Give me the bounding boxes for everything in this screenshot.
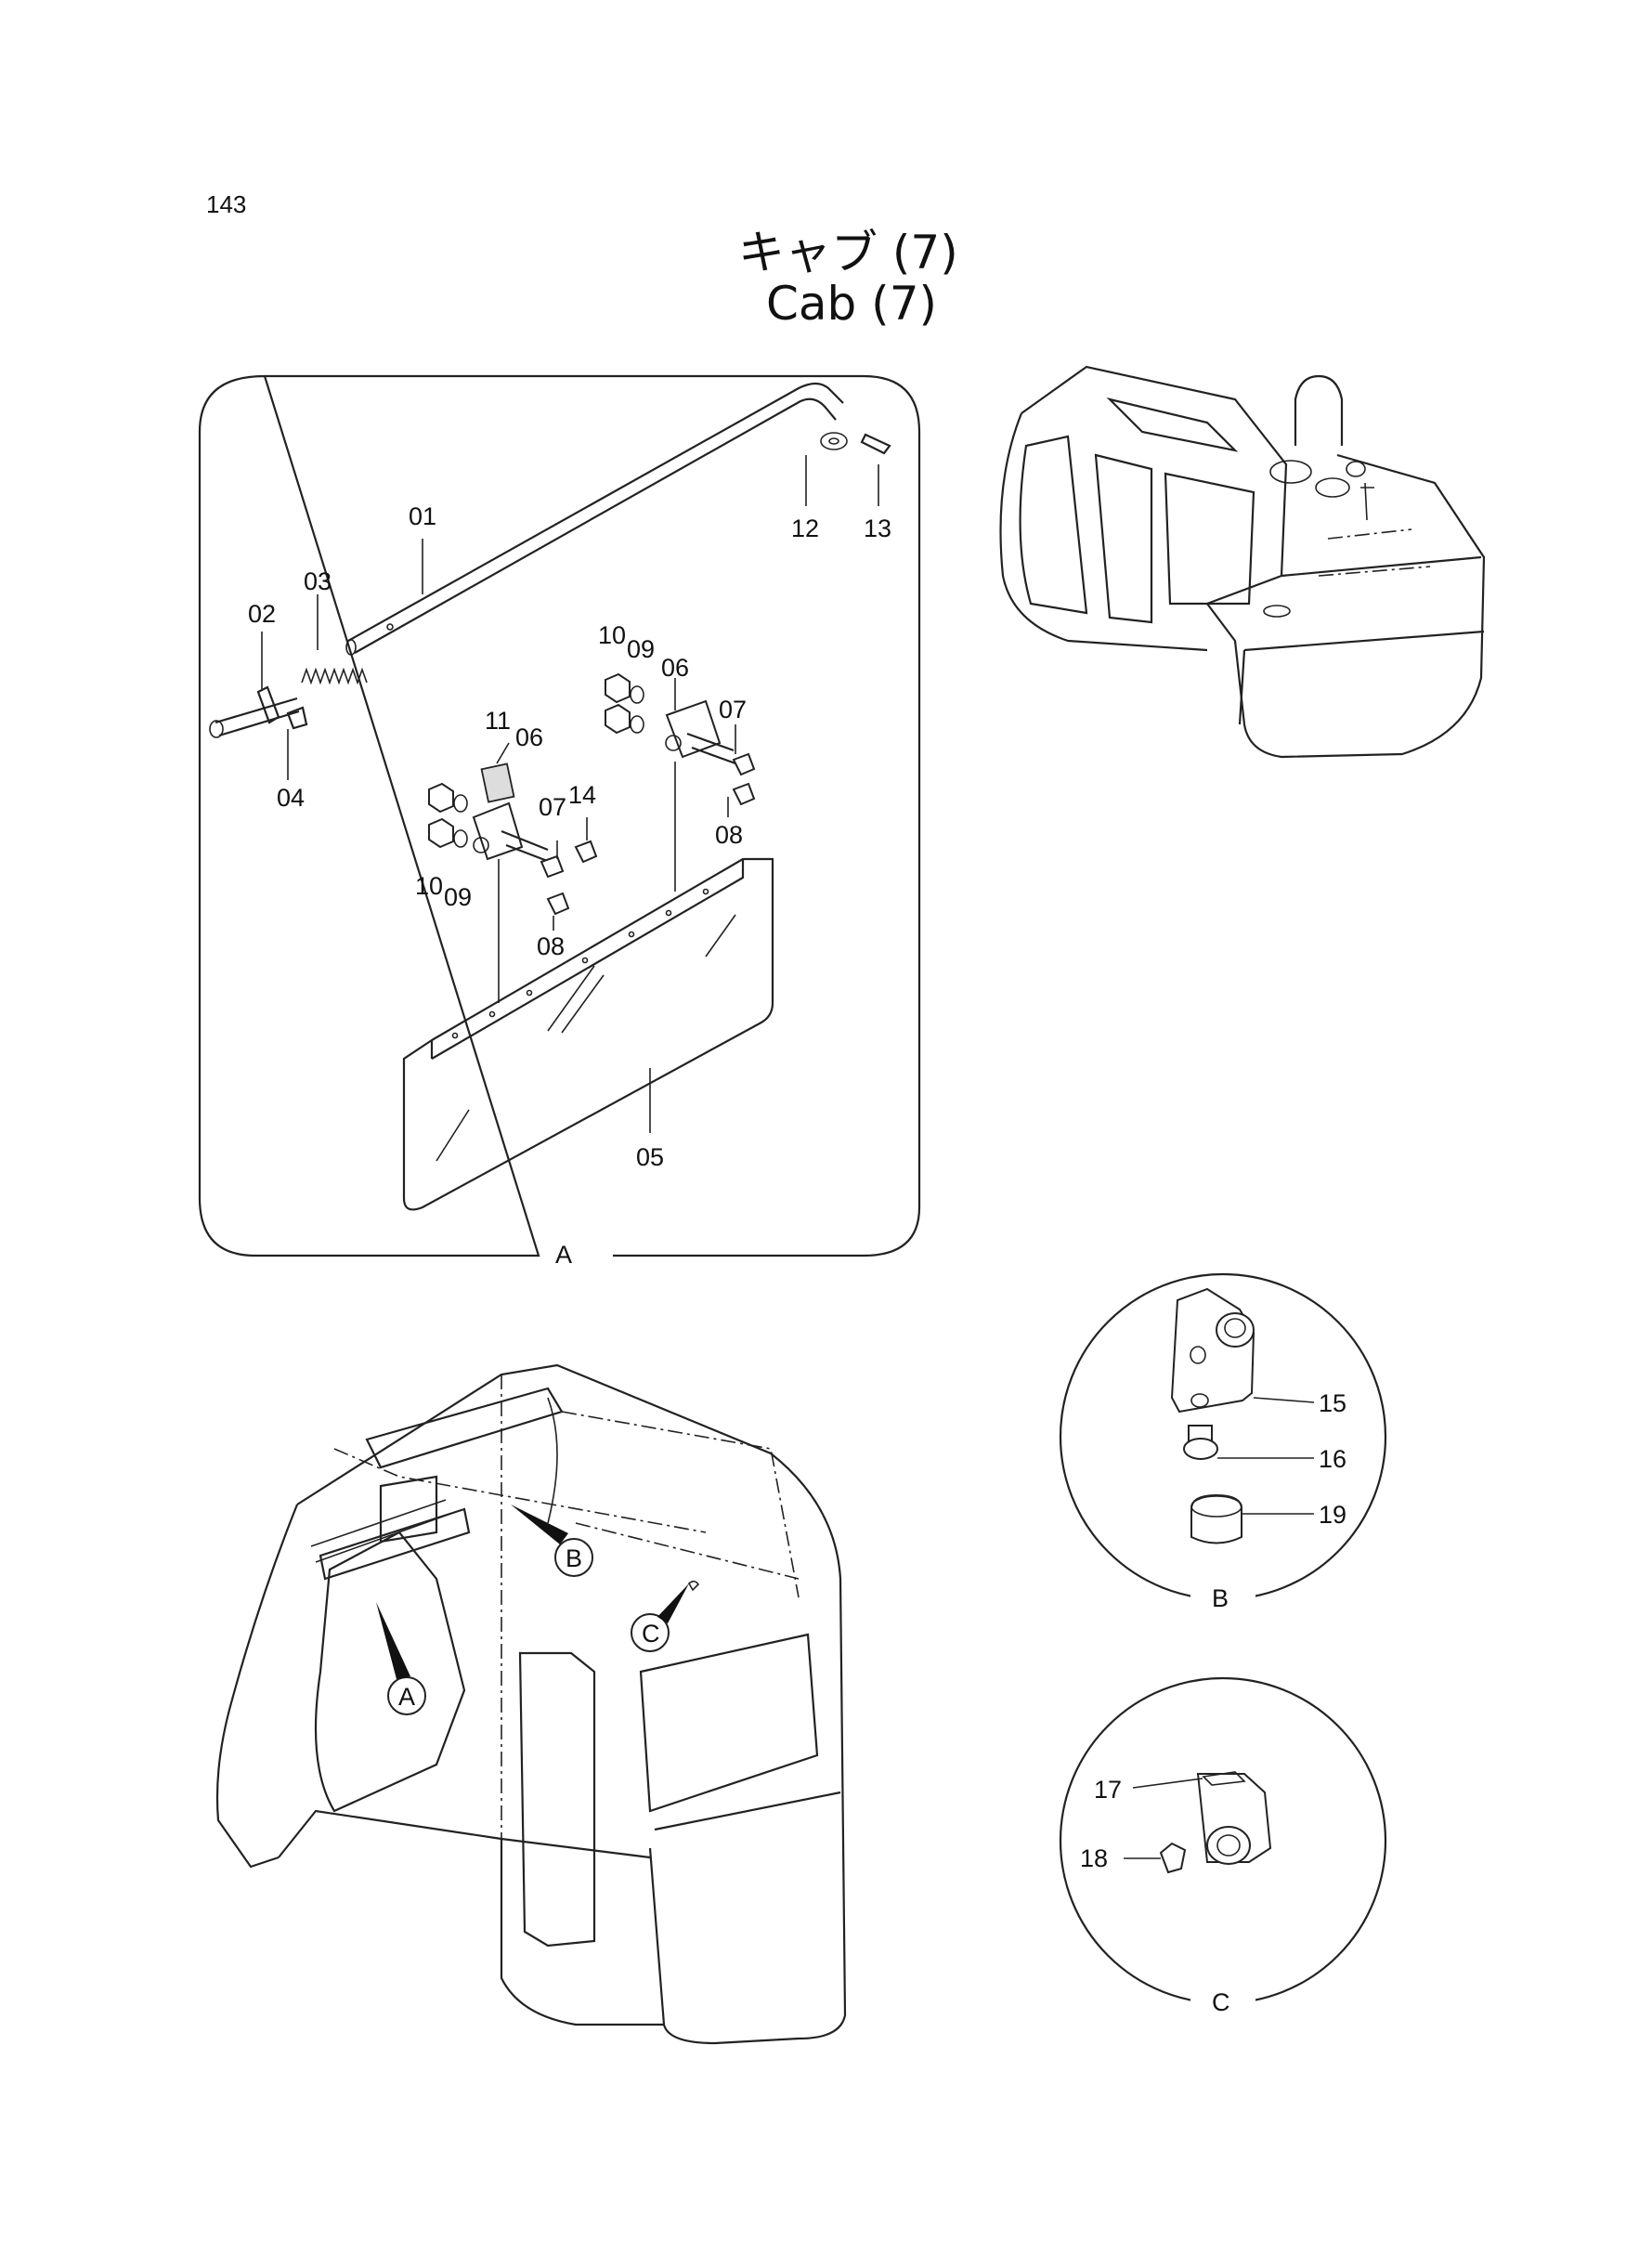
- callout-14: 14: [568, 781, 596, 809]
- cab-marker-c-circle: [631, 1613, 670, 1652]
- callout-12: 12: [791, 515, 819, 542]
- detail-a-letter: A: [555, 1241, 572, 1269]
- excavator-overview: [999, 365, 1486, 759]
- callout-02: 02: [248, 600, 276, 628]
- part-pin: [209, 632, 308, 780]
- callout-01: 01: [409, 502, 436, 530]
- callout-06-left: 06: [515, 723, 543, 751]
- callout-05: 05: [636, 1143, 664, 1171]
- callout-06-right: 06: [661, 654, 689, 682]
- callout-08-left: 08: [537, 932, 565, 960]
- callout-18: 18: [1080, 1844, 1108, 1872]
- callout-07-right: 07: [719, 696, 747, 723]
- callout-07-left: 07: [539, 793, 566, 821]
- callout-16: 16: [1319, 1445, 1346, 1473]
- callout-04: 04: [277, 784, 305, 812]
- title-english: Cab (7): [766, 277, 938, 331]
- cab-marker-b-circle: [554, 1538, 593, 1577]
- cab-marker-c: C: [642, 1620, 660, 1648]
- callout-09-right: 09: [627, 635, 655, 663]
- part-glass-panel: [402, 857, 774, 1211]
- callout-15: 15: [1319, 1389, 1346, 1417]
- callout-19: 19: [1319, 1501, 1346, 1529]
- hinge-group-left: [428, 742, 598, 1003]
- cab-isometric: A B C: [215, 1363, 847, 2045]
- cab-marker-b: B: [566, 1544, 582, 1572]
- callout-17: 17: [1094, 1776, 1122, 1804]
- part-rod: [345, 382, 844, 656]
- hinge-group-right: [605, 672, 756, 892]
- detail-b-letter: B: [1212, 1584, 1229, 1612]
- page-number: 143: [206, 190, 247, 218]
- callout-09-left: 09: [444, 883, 472, 911]
- callout-10-right: 10: [598, 621, 626, 649]
- detail-a-panel: A: [198, 374, 921, 1269]
- callout-11: 11: [485, 707, 511, 735]
- callout-13: 13: [864, 515, 891, 542]
- part-spring: [301, 594, 368, 685]
- title-japanese: キャブ (7): [738, 226, 958, 280]
- detail-c-panel: C 17 18: [1059, 1676, 1387, 2016]
- part-clip-13: [860, 433, 891, 506]
- callout-10-left: 10: [415, 872, 443, 900]
- part-washer-12: [805, 432, 848, 506]
- callout-03: 03: [304, 567, 332, 595]
- detail-b-panel: B 15 16 19: [1059, 1272, 1387, 1612]
- detail-c-letter: C: [1212, 1988, 1230, 2016]
- cab-marker-a: A: [398, 1683, 415, 1711]
- cab-marker-a-circle: [387, 1676, 426, 1715]
- callout-08-right: 08: [715, 821, 743, 849]
